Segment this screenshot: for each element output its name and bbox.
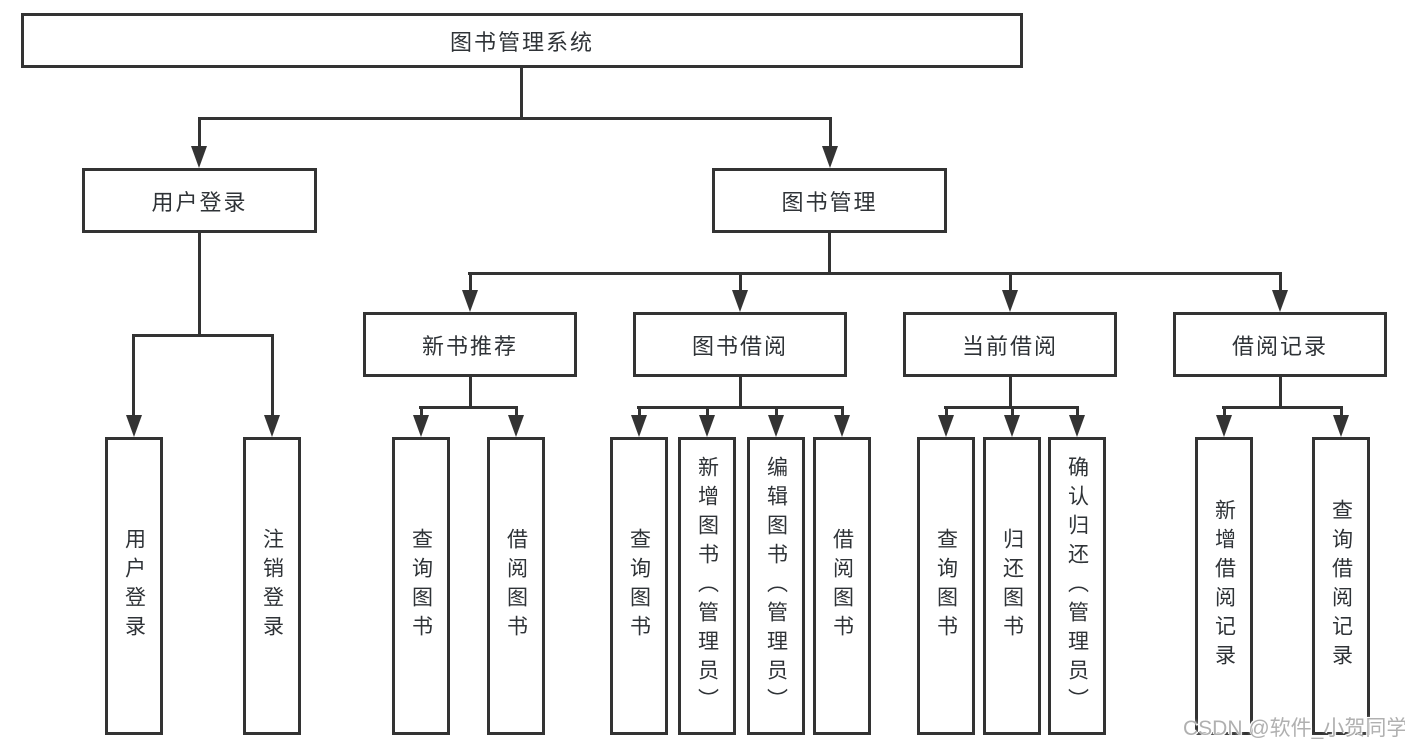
node-new-book-recommendation: 新书推荐 (363, 312, 577, 377)
connector-vline (1011, 406, 1014, 420)
connector-vline (198, 233, 201, 337)
connector-vline (829, 117, 832, 151)
node-borrowing-records: 借阅记录 (1173, 312, 1387, 377)
connector-vline (520, 68, 523, 120)
connector-vline (1009, 377, 1012, 408)
connector-vline (198, 117, 201, 151)
connector-vline (841, 406, 844, 420)
leaf-add-borrow-record: 新增借阅记录 (1195, 437, 1253, 735)
connector-vline (739, 272, 742, 294)
arrowhead-down (508, 415, 524, 437)
connector-vline (1279, 377, 1282, 408)
connector-hline (419, 406, 518, 409)
connector-vline (828, 233, 831, 275)
connector-hline (132, 334, 274, 337)
node-current-borrowing: 当前借阅 (903, 312, 1117, 377)
arrowhead-down (1333, 415, 1349, 437)
leaf-logout: 注销登录 (243, 437, 301, 735)
connector-vline (132, 334, 135, 420)
connector-vline (469, 272, 472, 294)
leaf-query-books-recommend: 查询图书 (392, 437, 450, 735)
connector-vline (945, 406, 948, 420)
leaf-confirm-return-admin: 确认归还（管理员） (1048, 437, 1106, 735)
connector-vline (1223, 406, 1226, 420)
arrowhead-down (1272, 290, 1288, 312)
arrowhead-down (1216, 415, 1232, 437)
connector-vline (706, 406, 709, 420)
arrowhead-down (264, 415, 280, 437)
leaf-borrow-books-recommend: 借阅图书 (487, 437, 545, 735)
connector-hline (1222, 406, 1343, 409)
connector-vline (775, 406, 778, 420)
node-user-login: 用户登录 (82, 168, 317, 233)
arrowhead-down (191, 146, 207, 168)
connector-hline (468, 272, 1282, 275)
arrowhead-down (834, 415, 850, 437)
connector-vline (271, 334, 274, 420)
node-book-management: 图书管理 (712, 168, 947, 233)
connector-vline (515, 406, 518, 420)
arrowhead-down (732, 290, 748, 312)
arrowhead-down (631, 415, 647, 437)
arrowhead-down (822, 146, 838, 168)
connector-vline (420, 406, 423, 420)
node-book-borrowing: 图书借阅 (633, 312, 847, 377)
connector-vline (1076, 406, 1079, 420)
arrowhead-down (462, 290, 478, 312)
connector-vline (1279, 272, 1282, 294)
connector-vline (1340, 406, 1343, 420)
arrowhead-down (413, 415, 429, 437)
node-library-management-system: 图书管理系统 (21, 13, 1023, 68)
connector-hline (637, 406, 844, 409)
leaf-edit-books-admin: 编辑图书（管理员） (747, 437, 805, 735)
arrowhead-down (1069, 415, 1085, 437)
leaf-add-books-admin: 新增图书（管理员） (678, 437, 736, 735)
arrowhead-down (938, 415, 954, 437)
leaf-query-books-borrowing: 查询图书 (610, 437, 668, 735)
connector-hline (198, 117, 832, 120)
leaf-return-books: 归还图书 (983, 437, 1041, 735)
arrowhead-down (699, 415, 715, 437)
leaf-query-borrow-record: 查询借阅记录 (1312, 437, 1370, 735)
connector-vline (1009, 272, 1012, 294)
arrowhead-down (1002, 290, 1018, 312)
leaf-user-login: 用户登录 (105, 437, 163, 735)
arrowhead-down (126, 415, 142, 437)
connector-vline (739, 377, 742, 408)
leaf-borrow-books-borrowing: 借阅图书 (813, 437, 871, 735)
csdn-watermark: CSDN @软件_小贺同学 (1183, 717, 1405, 740)
arrowhead-down (1004, 415, 1020, 437)
leaf-query-books-current: 查询图书 (917, 437, 975, 735)
connector-vline (638, 406, 641, 420)
arrowhead-down (768, 415, 784, 437)
connector-vline (469, 377, 472, 408)
